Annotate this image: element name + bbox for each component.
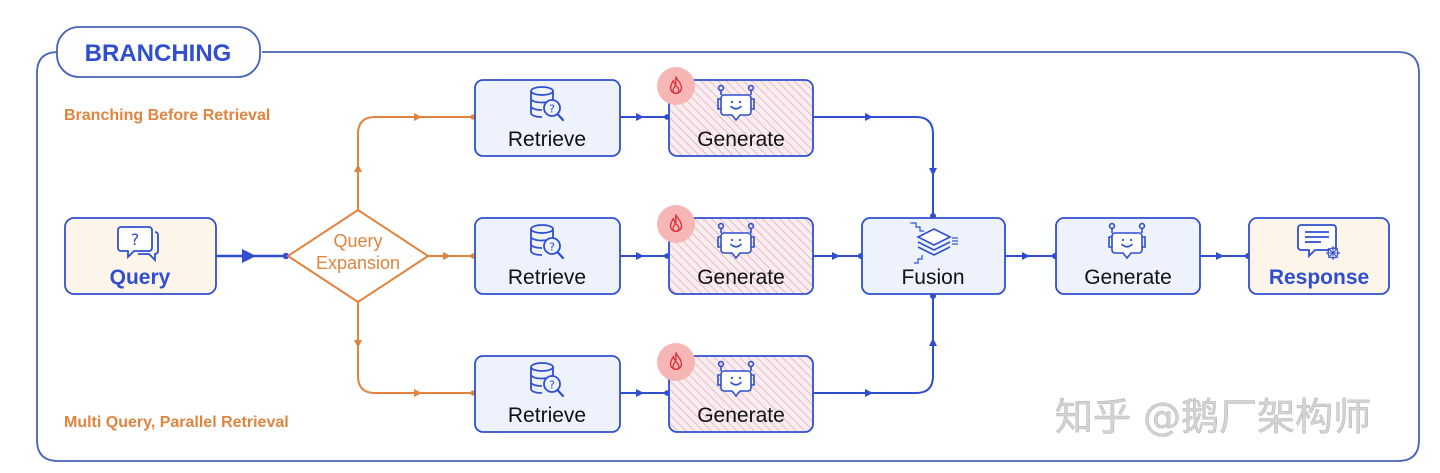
branching-frame xyxy=(36,51,1420,462)
generate-label: Generate xyxy=(697,128,785,151)
watermark: 知乎 @鹅厂架构师 xyxy=(1055,395,1371,439)
retrieve-label: Retrieve xyxy=(508,128,586,151)
generate-label: Generate xyxy=(697,266,785,289)
connectors-retrieve-to-generate xyxy=(620,116,1248,394)
branch-row-1: Retrieve Generate xyxy=(474,67,814,157)
retrieve-label: Retrieve xyxy=(508,404,586,427)
arrowhead-right xyxy=(443,252,451,260)
generate-node[interactable]: Generate xyxy=(668,217,814,295)
section-label-branching-before-retrieval: Branching Before Retrieval xyxy=(64,107,270,124)
query-node[interactable]: Query xyxy=(64,217,217,295)
retrieve-node[interactable]: Retrieve xyxy=(474,217,621,295)
branch-row-3: Retrieve Generate xyxy=(474,343,814,433)
arrowhead-right xyxy=(414,113,422,121)
retrieve-node[interactable]: Retrieve xyxy=(474,79,621,157)
response-node[interactable]: Response xyxy=(1248,217,1390,295)
fire-badge xyxy=(657,67,695,105)
query-expansion-node[interactable]: Query Expansion xyxy=(287,209,429,303)
arrowhead-up xyxy=(354,164,362,172)
query-label: Query xyxy=(110,266,171,289)
section-label-multi-query: Multi Query, Parallel Retrieval xyxy=(64,414,289,431)
fusion-node[interactable]: Fusion xyxy=(861,217,1006,295)
query-expansion-label-line2: Expansion xyxy=(316,253,400,273)
connector-query-to-expansion xyxy=(216,249,290,263)
arrowhead-right xyxy=(414,389,422,397)
fusion-label: Fusion xyxy=(901,266,964,289)
generate-label: Generate xyxy=(697,404,785,427)
response-label: Response xyxy=(1269,266,1369,289)
generate-node[interactable]: Generate xyxy=(668,79,814,157)
retrieve-node[interactable]: Retrieve xyxy=(474,355,621,433)
title-pill: BRANCHING xyxy=(56,26,261,78)
query-expansion-label-line1: Query xyxy=(333,231,382,251)
branch-row-2: Retrieve Generate xyxy=(474,205,814,295)
diagram-title: BRANCHING xyxy=(85,40,232,67)
final-generate-node[interactable]: Generate xyxy=(1055,217,1201,295)
final-generate-label: Generate xyxy=(1084,266,1172,289)
retrieve-label: Retrieve xyxy=(508,266,586,289)
generate-node[interactable]: Generate xyxy=(668,355,814,433)
fire-badge xyxy=(657,205,695,243)
fire-badge xyxy=(657,343,695,381)
arrowhead-down xyxy=(354,340,362,348)
